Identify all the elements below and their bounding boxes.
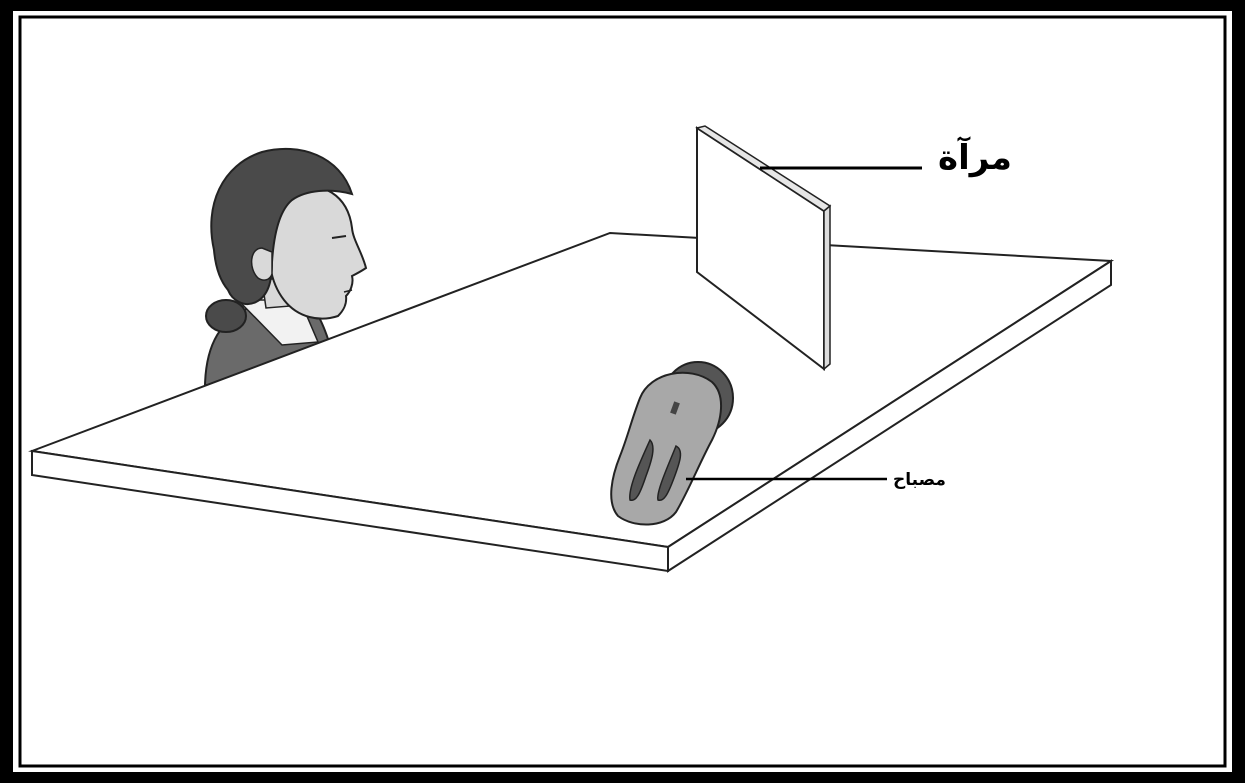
lamp: [610, 361, 734, 526]
mirror-label: مرآة: [938, 138, 1012, 178]
girl-figure: [203, 148, 368, 386]
lamp-slot-left: [629, 438, 654, 502]
table: [28, 231, 1115, 573]
girl-eye: [331, 235, 347, 239]
lamp-slot-right: [657, 444, 682, 502]
girl-hair: [210, 148, 354, 306]
girl-mouth: [343, 289, 353, 293]
mirror-side: [823, 204, 831, 371]
lamp-switch: [670, 401, 680, 415]
table-right-edge: [667, 259, 1112, 573]
girl-ponytail: [205, 299, 247, 333]
girl-ear: [250, 247, 273, 281]
lamp-label: مصباح: [893, 470, 946, 490]
